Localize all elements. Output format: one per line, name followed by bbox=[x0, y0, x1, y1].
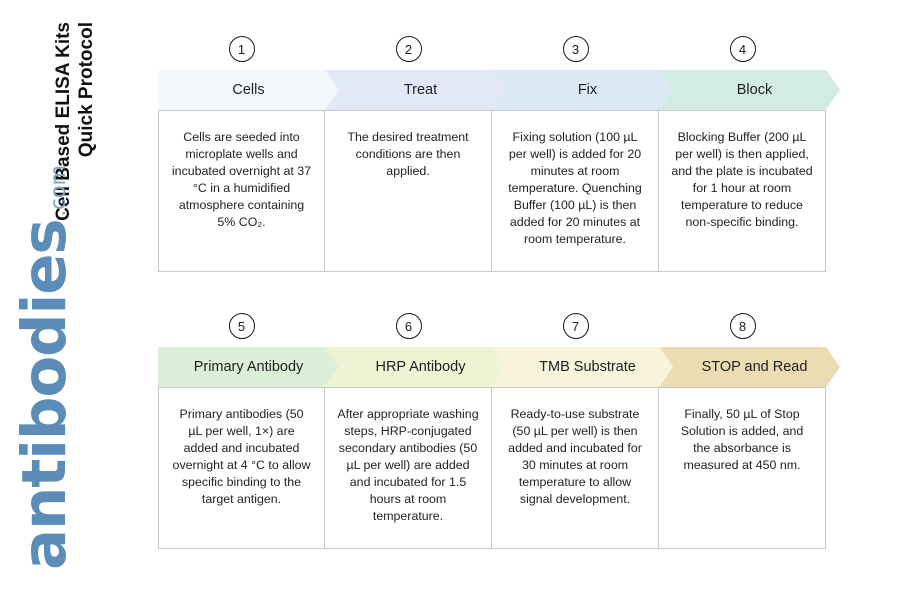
step-number-badge-7: 7 bbox=[562, 313, 589, 339]
brand-logo: antibodies .com bbox=[9, 165, 134, 570]
step-header-3[interactable]: Fix bbox=[492, 70, 673, 110]
step-header-label: Fix bbox=[577, 82, 598, 98]
step-description-5: Primary antibodies (50 µL per well, 1×) … bbox=[158, 387, 325, 549]
step-header-label: Treat bbox=[403, 82, 438, 98]
step-number-badge-4: 4 bbox=[729, 36, 756, 62]
step-description-1: Cells are seeded into microplate wells a… bbox=[158, 110, 325, 272]
step-header-label: Cells bbox=[232, 82, 265, 98]
step-description-6: After appropriate washing steps, HRP-con… bbox=[325, 387, 492, 549]
step-header-label: HRP Antibody bbox=[375, 359, 466, 375]
step-description-text: After appropriate washing steps, HRP-con… bbox=[337, 407, 479, 523]
step-header-4[interactable]: Block bbox=[659, 70, 840, 110]
step-header-label: Block bbox=[736, 82, 773, 98]
step-number-badge-5: 5 bbox=[228, 313, 255, 339]
step-header-2[interactable]: Treat bbox=[325, 70, 506, 110]
brand-logo-tld: .com bbox=[46, 164, 70, 217]
step-description-text: Blocking Buffer (200 µL per well) is the… bbox=[671, 130, 813, 229]
step-description-8: Finally, 50 µL of Stop Solution is added… bbox=[659, 387, 826, 549]
step-header-7[interactable]: TMB Substrate bbox=[492, 347, 673, 387]
step-header-6[interactable]: HRP Antibody bbox=[325, 347, 506, 387]
step-header-strip: Primary Antibody HRP Antibody TMB Substrat… bbox=[158, 347, 848, 387]
step-number-badge-6: 6 bbox=[395, 313, 422, 339]
protocol-title-text: Cell Based ELISA Kits Quick Protocol bbox=[53, 22, 98, 221]
step-description-text: Ready-to-use substrate (50 µL per well) … bbox=[508, 407, 642, 506]
protocol-title: Cell Based ELISA Kits Quick Protocol bbox=[52, 22, 100, 292]
step-description-text: Finally, 50 µL of Stop Solution is added… bbox=[680, 407, 804, 472]
step-header-5[interactable]: Primary Antibody bbox=[158, 347, 339, 387]
step-description-text: Cells are seeded into microplate wells a… bbox=[171, 130, 312, 229]
step-description-text: Primary antibodies (50 µL per well, 1×) … bbox=[172, 407, 311, 506]
step-number-badge-8: 8 bbox=[729, 313, 756, 339]
step-body-strip: Primary antibodies (50 µL per well, 1×) … bbox=[158, 387, 826, 549]
brand-logo-wordmark: antibodies bbox=[9, 219, 80, 571]
step-header-label: Primary Antibody bbox=[193, 359, 304, 375]
step-description-3: Fixing solution (100 µL per well) is add… bbox=[492, 110, 659, 272]
step-header-label: TMB Substrate bbox=[539, 359, 636, 375]
step-description-text: Fixing solution (100 µL per well) is add… bbox=[508, 130, 642, 246]
step-number-strip: 1 2 3 4 bbox=[158, 36, 848, 70]
step-description-7: Ready-to-use substrate (50 µL per well) … bbox=[492, 387, 659, 549]
step-number-badge-3: 3 bbox=[562, 36, 589, 62]
step-header-1[interactable]: Cells bbox=[158, 70, 339, 110]
step-header-strip: Cells Treat Fix Block bbox=[158, 70, 848, 110]
step-description-2: The desired treatment conditions are the… bbox=[325, 110, 492, 272]
step-number-badge-1: 1 bbox=[228, 36, 255, 62]
step-number-strip: 5 6 7 8 bbox=[158, 313, 848, 347]
step-description-4: Blocking Buffer (200 µL per well) is the… bbox=[659, 110, 826, 272]
step-description-text: The desired treatment conditions are the… bbox=[347, 130, 469, 178]
step-header-8[interactable]: STOP and Read bbox=[659, 347, 840, 387]
step-number-badge-2: 2 bbox=[395, 36, 422, 62]
step-body-strip: Cells are seeded into microplate wells a… bbox=[158, 110, 826, 272]
step-header-label: STOP and Read bbox=[701, 359, 808, 375]
